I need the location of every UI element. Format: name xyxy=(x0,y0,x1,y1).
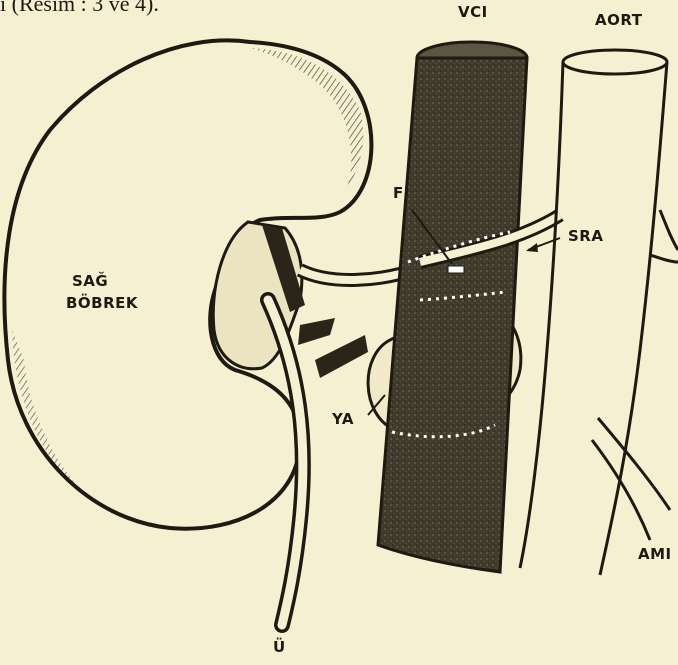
caption-fragment: i (Resim : 3 ve 4). xyxy=(0,0,159,17)
aorta-right-wall xyxy=(600,62,667,575)
lower-renal-vessel-b xyxy=(315,335,368,378)
aorta-right-branch-2 xyxy=(650,255,678,262)
label-vci: VCI xyxy=(458,3,488,21)
label-ami: AMI xyxy=(638,545,672,563)
label-sag: SAĞ xyxy=(72,272,108,290)
ami-artery-lower xyxy=(592,440,650,540)
f-marker xyxy=(448,266,464,273)
lower-renal-vessel-a xyxy=(298,318,335,345)
label-u: Ü xyxy=(273,638,286,656)
label-f: F xyxy=(393,184,404,202)
label-ya: YA xyxy=(332,410,354,428)
label-bobrek: BÖBREK xyxy=(66,294,138,312)
sra-arrowhead xyxy=(526,243,538,252)
aorta-right-branch xyxy=(660,210,678,250)
aorta-top xyxy=(563,50,667,74)
label-sra: SRA xyxy=(568,227,603,245)
label-aort: AORT xyxy=(595,11,642,29)
aorta-left-wall xyxy=(520,62,563,568)
vena-cava-inferior xyxy=(378,58,527,572)
right-kidney xyxy=(4,40,371,528)
